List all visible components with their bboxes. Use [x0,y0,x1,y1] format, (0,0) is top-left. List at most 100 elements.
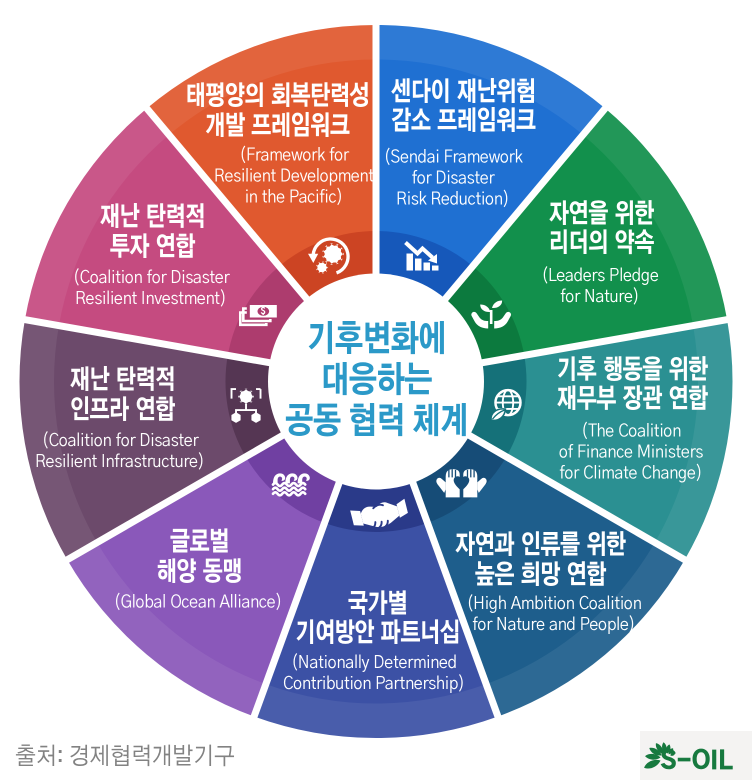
segment-korean-line: 투자 연합 [109,235,196,262]
segment-korean-line: 센다이 재난위험 [390,80,537,107]
segment-korean-line: 개발 프레임워크 [204,114,350,140]
segment-english-subtitle: (The Coalition of Finance Ministers for Cl… [555,421,707,484]
center-title-line: 기후변화에 [306,323,448,359]
svg-text:$: $ [261,308,267,317]
segment-korean-line: 기후 행동을 위한 [556,358,709,385]
segment-korean-line: 감소 프레임워크 [390,109,537,136]
segment-korean-line: 재난 탄력적 [69,368,175,395]
network-gear-icon [230,388,262,423]
soil-leaf-icon [644,742,676,769]
segment-rim-highlight [486,542,685,717]
segment-divider [459,427,690,565]
center-title-line: 대응하는 [320,364,433,400]
segment-body [24,108,308,364]
segment-body [376,25,606,301]
segment-english-line: (Sendai Framework [383,149,523,167]
segment-english-subtitle: (Leaders Pledge for Nature) [538,266,661,308]
segment-english-line: (The Coalition [580,423,681,440]
segment-divider [249,472,346,722]
segment-rim-highlight [254,684,498,738]
hands-sprout-icon [471,300,512,329]
segment-body [67,434,340,717]
segment-disaster-resilient-infrastructure [19,319,285,560]
segment-body [146,25,376,301]
segment-divider [62,427,293,565]
segment-sendai-framework [376,25,606,301]
segment-rim-highlight [24,108,170,326]
segment-english-line: (Nationally Determined [291,654,457,672]
segment-rim-highlight [654,319,733,560]
segment-korean-line: 인프라 연합 [69,398,175,424]
segment-rim-highlight [376,25,606,135]
segment-divider [406,472,503,722]
segment-leaders-pledge [444,108,728,364]
segment-korean-line: 해양 동맹 [155,560,243,586]
segment-english-line: in the Pacific) [244,189,343,207]
segment-english-line: (Coalition for Disaster [72,270,229,287]
segment-inner-band [245,434,340,523]
segment-rim-highlight [146,25,376,135]
segment-english-line: for Disaster [411,170,495,188]
banknotes-icon: $ [239,305,277,327]
segment-english-line: for Climate Change) [558,465,703,482]
segment-rim-highlight [67,542,266,717]
segment-english-line: Resilient Development [213,168,374,186]
segment-english-line: (Global Ocean Alliance) [113,594,283,612]
segment-english-line: of Finance Ministers [558,444,703,461]
segment-english-line: (Coalition for Disaster [41,433,199,450]
segment-korean-line: 기여방안 파트너십 [294,621,459,648]
gear-cycle-icon [308,237,350,275]
segment-english-line: Resilient Investment) [74,291,227,308]
globe-leaf-icon [490,388,522,422]
segment-english-line: Risk Reduction) [396,191,510,209]
center-circle [268,273,484,490]
handshake-icon [350,498,408,530]
source-note: 출처: 경제협력개발기구 [15,745,235,769]
center-title-line: 공동 협력 체계 [284,405,469,441]
segment-pacific-framework [146,25,376,301]
segment-english-line: (Leaders Pledge [541,268,659,285]
hands-heart-icon [436,469,487,498]
segment-korean-line: 높은 희망 연합 [474,563,607,589]
segment-english-line: Contribution Partnership) [283,675,465,693]
segment-global-ocean-alliance [67,434,340,717]
segment-divider [141,103,316,309]
segment-english-subtitle: (Global Ocean Alliance) [109,593,287,614]
segment-body [254,481,498,738]
waves-icon [271,473,310,497]
segment-korean-line: 재난 탄력적 [99,205,205,232]
segment-english-line: (Framework for [238,147,349,165]
chart-down-icon [404,241,439,271]
segment-korean-line: 자연과 인류를 위한 [454,533,627,560]
segment-divider [471,315,732,368]
segment-rim-highlight [582,108,728,326]
segment-korean-line: 국가별 [346,592,407,618]
segment-english-line: Resilient Infrastructure) [35,454,205,471]
segment-english-line: for Nature) [560,289,640,306]
segment-inner-band [279,231,376,301]
segment-inner-band [444,266,525,364]
soil-logo-text: S-OIL [661,750,734,775]
soil-logo-backdrop [640,731,752,780]
segment-divider [436,103,611,309]
segment-korean-line: 글로벌 [169,530,229,557]
segment-rim-highlight [19,319,98,560]
segment-body [19,319,285,560]
segment-korean-line: 재무부 장관 연합 [556,387,709,414]
